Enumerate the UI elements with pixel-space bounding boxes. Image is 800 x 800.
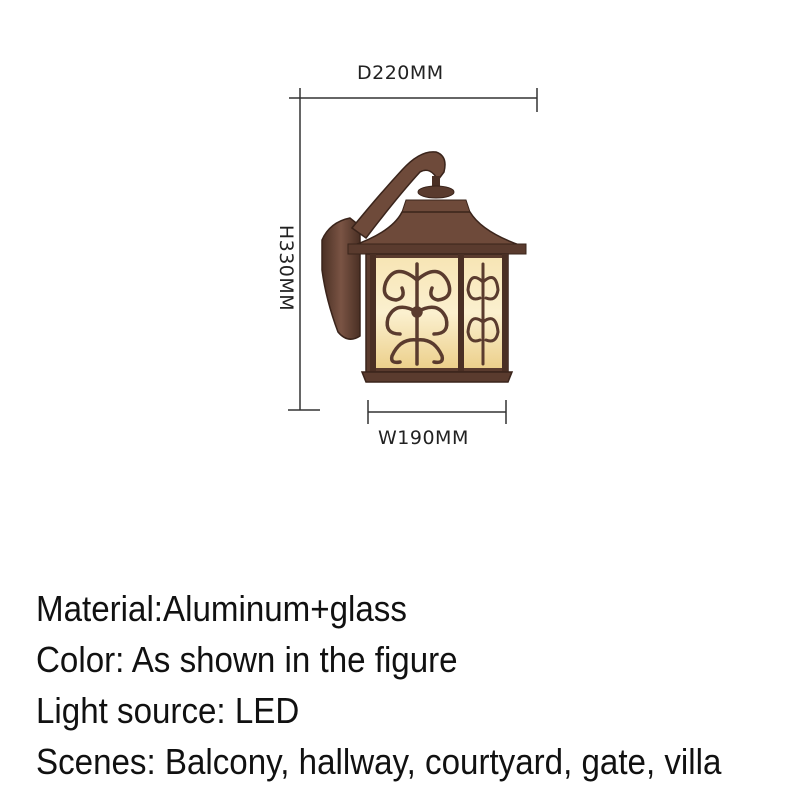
depth-dimension-line bbox=[289, 88, 538, 112]
height-label: H330MM bbox=[275, 224, 297, 312]
spec-scenes: Scenes: Balcony, hallway, courtyard, gat… bbox=[36, 741, 722, 782]
product-figure: D220MM H330MM W190MM bbox=[275, 62, 538, 449]
wall-backplate bbox=[321, 217, 361, 340]
depth-label: D220MM bbox=[357, 62, 444, 84]
spec-color: Color: As shown in the figure bbox=[36, 639, 458, 680]
lamp-illustration bbox=[288, 88, 538, 424]
spec-light-source: Light source: LED bbox=[36, 690, 300, 731]
spec-material: Material:Aluminum+glass bbox=[36, 588, 407, 629]
width-label: W190MM bbox=[378, 427, 469, 449]
lamp-scrollwork bbox=[382, 262, 452, 366]
lamp-base bbox=[360, 371, 514, 383]
height-dimension-line bbox=[288, 88, 320, 411]
width-dimension-line bbox=[367, 400, 507, 424]
spec-list: Material:Aluminum+glass Color: As shown … bbox=[36, 583, 735, 787]
lamp-arm bbox=[350, 151, 446, 240]
